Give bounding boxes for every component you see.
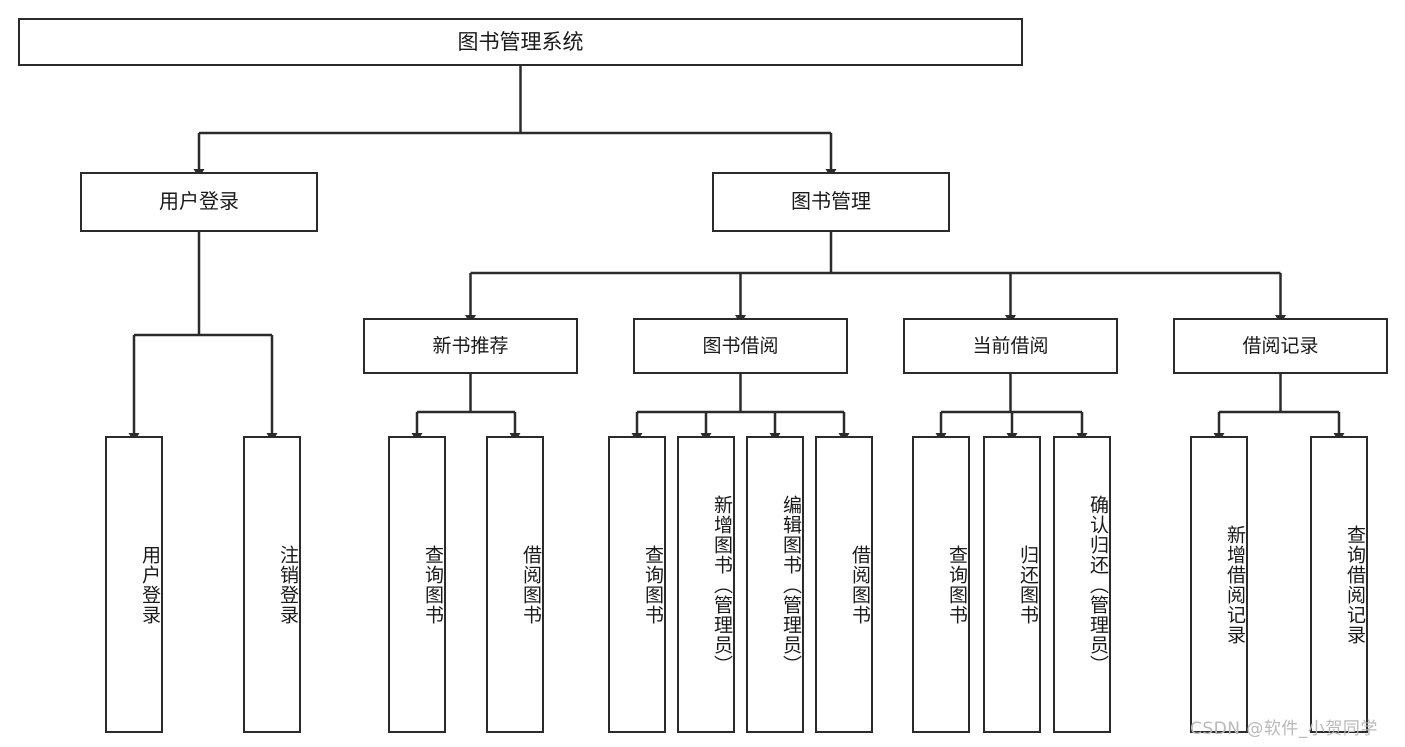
node-leaf-borrow-borrow-book[interactable]: 借阅图书 — [815, 436, 873, 733]
node-label: 注销登录 — [277, 544, 299, 625]
node-label: 借阅图书 — [520, 544, 542, 625]
node-leaf-borrow-add-book[interactable]: 新增图书（管理员） — [677, 436, 735, 733]
node-leaf-rec-add-record[interactable]: 新增借阅记录 — [1190, 436, 1248, 733]
node-leaf-rec-borrow-book[interactable]: 借阅图书 — [486, 436, 544, 733]
node-label: 图书借阅 — [702, 334, 779, 357]
node-leaf-rec-query-book[interactable]: 查询图书 — [388, 436, 446, 733]
node-label: 用户登录 — [159, 189, 239, 214]
watermark-label: CSDN @软件_小贺同学 — [1190, 719, 1378, 739]
node-label: 当前借阅 — [972, 334, 1049, 357]
node-label: 图书管理 — [791, 189, 871, 214]
node-label: 确认归还（管理员） — [1087, 494, 1109, 675]
node-label: 用户登录 — [139, 544, 161, 625]
node-label: 查询图书 — [946, 544, 968, 625]
node-borrow-record[interactable]: 借阅记录 — [1173, 318, 1388, 374]
node-label: 归还图书 — [1017, 544, 1039, 625]
node-label: 查询图书 — [642, 544, 664, 625]
node-label: 借阅图书 — [849, 544, 871, 625]
node-user-login[interactable]: 用户登录 — [80, 172, 318, 232]
node-label: 图书管理系统 — [457, 29, 584, 54]
node-label: 新增借阅记录 — [1224, 524, 1246, 645]
node-book-manage[interactable]: 图书管理 — [712, 172, 950, 232]
node-leaf-user-login[interactable]: 用户登录 — [105, 436, 163, 733]
node-label: 查询借阅记录 — [1344, 524, 1366, 645]
node-label: 新增图书（管理员） — [711, 494, 733, 675]
node-new-book-rec[interactable]: 新书推荐 — [363, 318, 578, 374]
node-label: 查询图书 — [422, 544, 444, 625]
node-current-borrow[interactable]: 当前借阅 — [903, 318, 1118, 374]
node-leaf-cur-return-book[interactable]: 归还图书 — [983, 436, 1041, 733]
node-leaf-cur-confirm-return[interactable]: 确认归还（管理员） — [1053, 436, 1111, 733]
node-label: 借阅记录 — [1242, 334, 1319, 357]
node-label: 新书推荐 — [432, 334, 509, 357]
node-root[interactable]: 图书管理系统 — [18, 18, 1023, 66]
node-leaf-borrow-edit-book[interactable]: 编辑图书（管理员） — [746, 436, 804, 733]
node-label: 编辑图书（管理员） — [780, 494, 802, 675]
node-book-borrow[interactable]: 图书借阅 — [633, 318, 848, 374]
node-leaf-user-logout[interactable]: 注销登录 — [243, 436, 301, 733]
node-leaf-borrow-query-book[interactable]: 查询图书 — [608, 436, 666, 733]
node-leaf-cur-query-book[interactable]: 查询图书 — [912, 436, 970, 733]
node-leaf-rec-query-record[interactable]: 查询借阅记录 — [1310, 436, 1368, 733]
